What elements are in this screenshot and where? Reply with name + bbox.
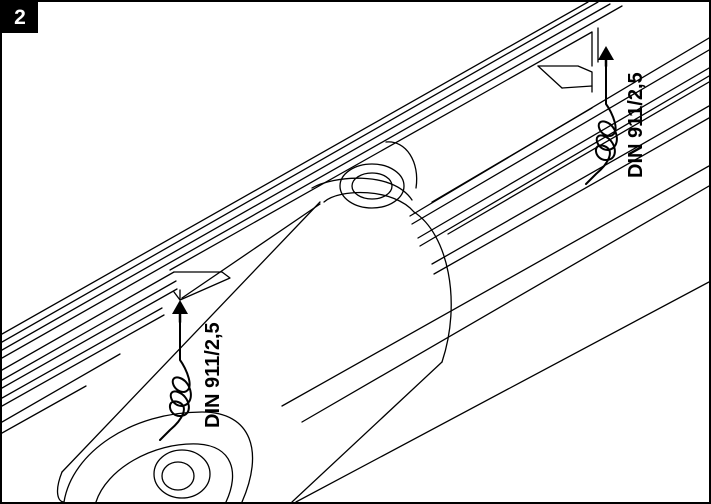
arrow-up-icon [172,300,188,324]
hex-key-icon [159,321,192,441]
callout-hex-key-size-left: DIN 911/2,5 [202,322,224,428]
step-number-badge: 2 [2,2,38,33]
arrow-up-icon [598,46,614,68]
rail-slot-left [173,271,231,301]
spotlight-body [56,141,452,502]
hex-key-icon [585,65,618,185]
spotlight-lens [63,411,254,502]
callout-hex-key-size-right: DIN 911/2,5 [625,72,647,178]
rail-slot-right [537,27,599,93]
